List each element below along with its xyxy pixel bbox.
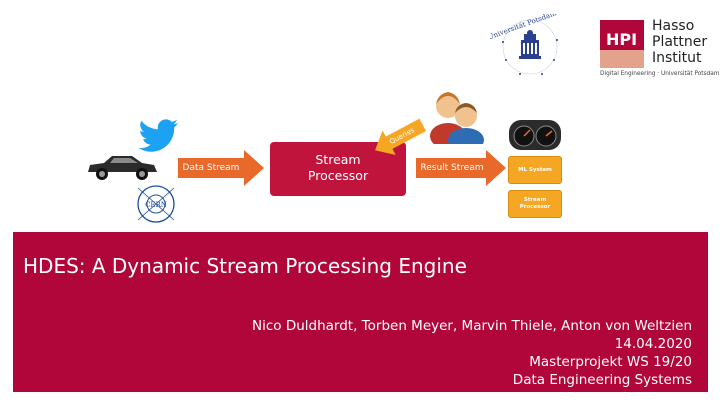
hpi-mark-text: HPI	[606, 30, 638, 49]
hpi-mark-underbar	[600, 50, 644, 68]
users-icon	[430, 92, 484, 144]
result-stream-label: Result Stream	[420, 163, 484, 173]
data-stream-label: Data Stream	[182, 163, 240, 173]
presentation-title: HDES: A Dynamic Stream Processing Engine	[23, 254, 467, 278]
dashboard-icon	[509, 120, 561, 150]
stream-diagram: CERN Data Stream Stream Processor Querie…	[80, 80, 580, 230]
processor-line-2: Processor	[307, 168, 369, 183]
authors: Nico Duldhardt, Torben Meyer, Marvin Thi…	[252, 318, 692, 334]
hpi-tagline: Digital Engineering · Universität Potsda…	[600, 71, 720, 77]
title-banner: HDES: A Dynamic Stream Processing Engine…	[13, 232, 708, 392]
data-stream-arrow	[178, 150, 264, 186]
hpi-wordmark: Hasso Plattner Institut	[652, 18, 707, 66]
hpi-logo: HPI Hasso Plattner Institut Digital Engi…	[600, 16, 720, 82]
result-stream-arrow	[416, 150, 506, 186]
hpi-word-1: Hasso	[652, 18, 695, 34]
group: Data Engineering Systems	[512, 372, 692, 388]
course: Masterprojekt WS 19/20	[529, 354, 692, 370]
stream-processor-target-box: Stream Processor	[508, 190, 562, 218]
svg-text:CERN: CERN	[145, 201, 167, 209]
hpi-word-3: Institut	[652, 50, 702, 66]
queries-arrow	[375, 118, 426, 156]
ml-system-box: ML System	[508, 156, 562, 184]
university-name-top: Universität Potsdam	[490, 14, 558, 42]
twitter-bird-icon	[138, 119, 178, 152]
stream-processor-label: Stream Processor	[270, 152, 406, 184]
car-icon	[88, 156, 157, 180]
university-potsdam-logo: Universität Potsdam	[487, 9, 570, 80]
processor-line-1: Stream	[315, 152, 361, 167]
cern-logo-icon: CERN	[137, 185, 175, 223]
hpi-word-2: Plattner	[652, 34, 708, 50]
date: 14.04.2020	[614, 336, 692, 352]
